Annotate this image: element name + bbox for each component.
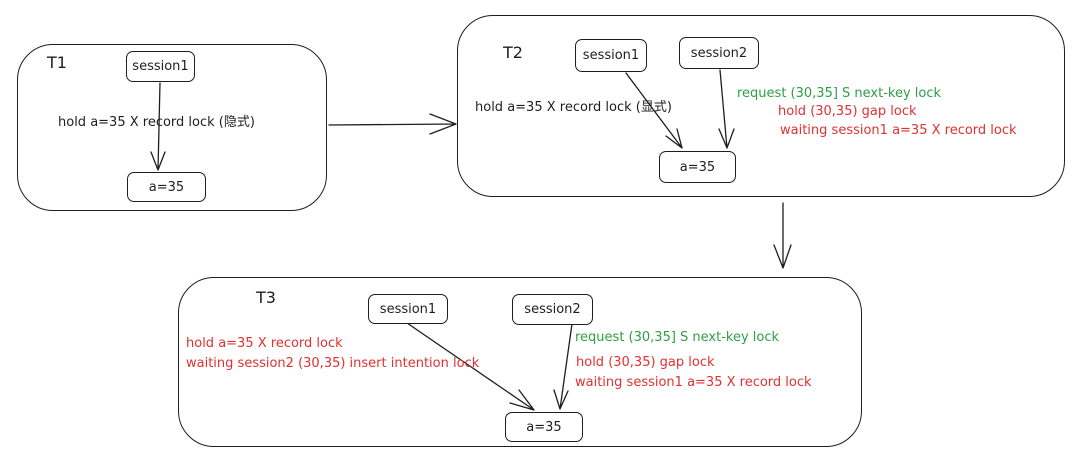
t2-title: T2: [503, 43, 523, 62]
t1-session1-node: session1: [126, 51, 195, 82]
t1-hold-label: hold a=35 X record lock (隐式): [58, 115, 255, 130]
t2-target-node: a=35: [659, 151, 736, 183]
t3-session1-arrow: [406, 322, 535, 411]
t1-to-t2-arrow: [328, 113, 457, 135]
t3-session1-node: session1: [368, 294, 448, 324]
t3-session2-node: session2: [512, 294, 593, 325]
t3-title: T3: [256, 288, 276, 307]
t2-session2-hold-label: hold (30,35) gap lock: [778, 104, 917, 119]
t2-session2-node: session2: [679, 37, 759, 69]
t2-session2-waiting-label: waiting session1 a=35 X record lock: [780, 123, 1017, 138]
t3-session2-hold-label: hold (30,35) gap lock: [576, 355, 715, 370]
t2-session1-arrow: [625, 72, 683, 149]
t1-target-node: a=35: [127, 172, 206, 202]
t2-session1-node: session1: [575, 39, 647, 72]
t2-session1-hold-label: hold a=35 X record lock (显式): [475, 100, 672, 115]
t2-frame: [457, 15, 1065, 197]
t3-session2-waiting-label: waiting session1 a=35 X record lock: [575, 375, 812, 390]
t1-arrow: [150, 82, 166, 171]
t3-session2-arrow: [553, 323, 573, 410]
t1-title: T1: [47, 53, 67, 72]
t2-session2-arrow: [718, 69, 735, 149]
t3-target-node: a=35: [505, 412, 583, 442]
t3-session1-hold-label: hold a=35 X record lock: [186, 336, 343, 351]
t3-session2-request-label: request (30,35] S next-key lock: [575, 330, 780, 345]
t3-session1-waiting-label: waiting session2 (30,35) insert intentio…: [186, 356, 480, 371]
t2-session2-request-label: request (30,35] S next-key lock: [737, 86, 942, 101]
t2-to-t3-arrow: [773, 202, 792, 269]
